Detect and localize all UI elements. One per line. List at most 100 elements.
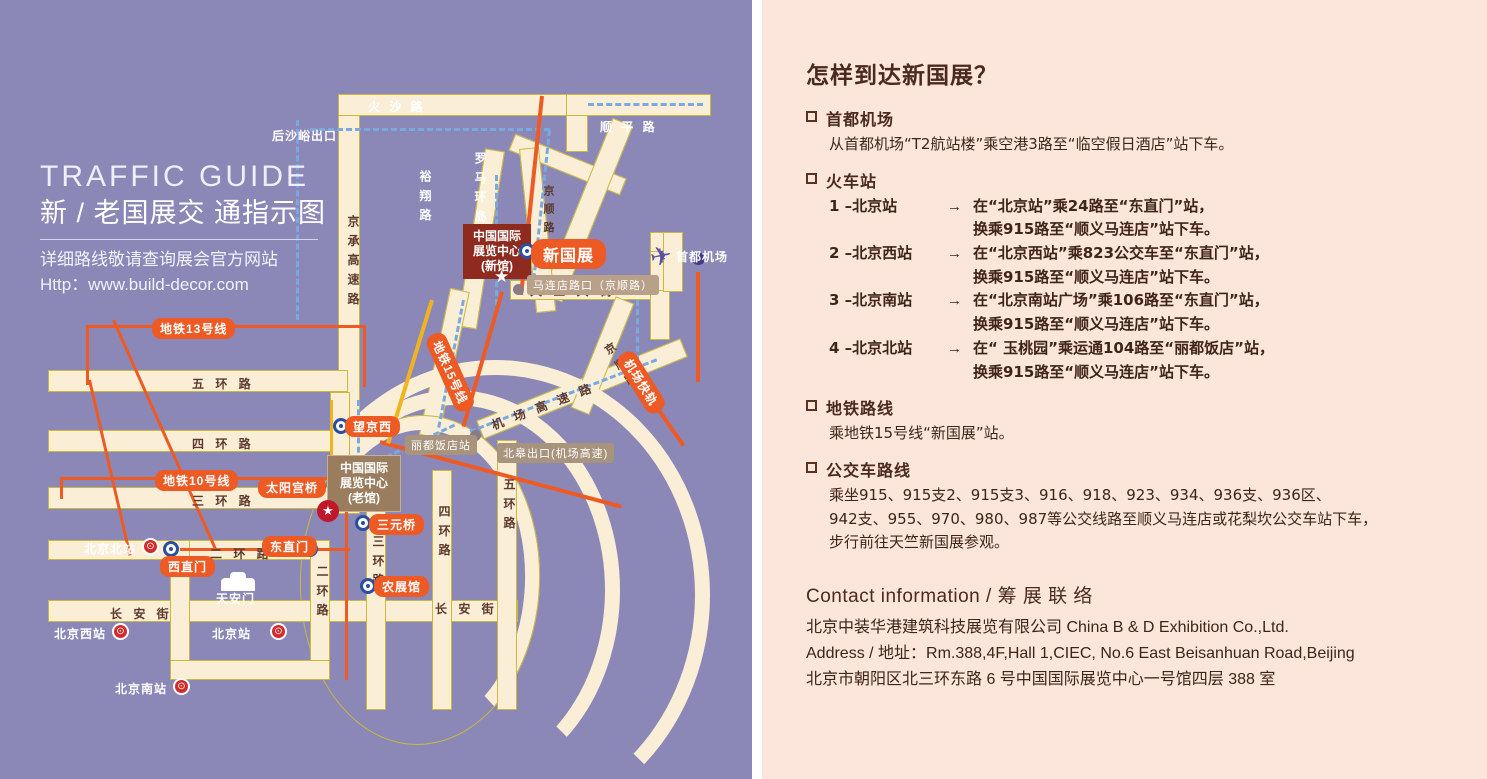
road-ring4-vertical bbox=[432, 470, 452, 710]
subway13-right-diag bbox=[363, 327, 366, 387]
route-dash-center bbox=[357, 400, 360, 490]
square-bullet-icon bbox=[806, 172, 817, 184]
section-train-stations: 火车站 1 –北京站 → 在“北京站”乘24路至“东直门”站， 换乘915路至“… bbox=[806, 168, 1461, 385]
route-dash-north-vertical bbox=[296, 120, 299, 320]
square-bullet-icon bbox=[806, 400, 817, 412]
label-ring3-vertical: 三 环 路 bbox=[371, 535, 385, 588]
train-route-key: 2 –北京西站 bbox=[829, 244, 913, 263]
train-route-key: 3 –北京南站 bbox=[829, 291, 913, 310]
road-airport-stub bbox=[663, 232, 683, 292]
subway13-left-diag bbox=[88, 379, 132, 556]
label-lidu-hotel-stop: 丽都饭店站 bbox=[405, 435, 477, 455]
train-route-value: 在“北京站”乘24路至“东直门”站， bbox=[973, 196, 1214, 215]
label-jingshun: 京 顺 路 bbox=[542, 185, 554, 235]
label-ring5-horizontal: 五 环 路 bbox=[192, 377, 255, 391]
label-changan-street-east: 长 安 街 bbox=[435, 602, 498, 616]
hall-new-star-icon: ★ bbox=[494, 267, 510, 286]
arrow-icon: → bbox=[947, 245, 962, 263]
badge-subway13[interactable]: 地铁13号线 bbox=[152, 318, 236, 339]
road-east-vertical bbox=[650, 290, 670, 340]
train-route-key: 4 –北京北站 bbox=[829, 338, 913, 357]
badge-xinguozhan[interactable]: 新国展 bbox=[531, 239, 607, 269]
train-route-key: 1 –北京站 bbox=[829, 196, 898, 215]
badge-sanyuanqiao[interactable]: 三元桥 bbox=[369, 514, 425, 535]
square-bullet-icon bbox=[806, 461, 817, 473]
hall-new-line3: (新馆) bbox=[481, 259, 513, 273]
label-houshayu-exit: 后沙峪出口 bbox=[272, 129, 338, 143]
label-luoma-roundabout: 罗 马 环 岛 bbox=[473, 152, 487, 225]
road-changan-street bbox=[48, 600, 518, 622]
route-dash-east bbox=[636, 300, 639, 370]
train-route-sub: 换乘915路至“顺义马连店”站下车。 bbox=[973, 315, 1220, 334]
label-changan-street: 长 安 街 bbox=[110, 607, 173, 621]
section-bus-routes: 公交车路线 乘坐915、915支2、915支3、916、918、923、934、… bbox=[806, 457, 1461, 555]
section-title: 首都机场 bbox=[826, 110, 895, 129]
label-beijing-station: 北京站 bbox=[212, 627, 252, 641]
train-icon-beijing-south[interactable]: ⊙ bbox=[173, 678, 190, 695]
badge-wangjingxi[interactable]: 望京西 bbox=[345, 416, 401, 437]
map-panel: 火 沙 路 顺 平 路 后沙峪出口 罗 马 环 岛 裕 翔 路 京 承 高 速 … bbox=[0, 0, 752, 779]
train-route-sub: 换乘915路至“顺义马连店”站下车。 bbox=[973, 267, 1220, 286]
hall-old-line1: 中国国际 bbox=[339, 461, 388, 475]
orange-center-vertical bbox=[345, 500, 348, 680]
subway-node-nongzhanguan[interactable] bbox=[360, 578, 376, 594]
section-subway-route: 地铁路线 乘地铁15号线“新国展”站。 bbox=[806, 395, 1461, 446]
label-beijing-south-station: 北京南站 bbox=[115, 682, 168, 696]
route-dash-shunping bbox=[588, 103, 703, 106]
badge-taiyanggongqiao[interactable]: 太阳宫桥 bbox=[258, 477, 327, 498]
train-icon-beijing-station[interactable]: ⊙ bbox=[270, 623, 287, 640]
hall-old-block[interactable]: 中国国际 展览中心 (老馆) bbox=[327, 455, 401, 512]
train-route-value: 在“北京西站”乘823公交车至“东直门”站， bbox=[973, 244, 1269, 263]
arrow-icon: → bbox=[947, 197, 962, 215]
badge-nongzhanguan[interactable]: 农展馆 bbox=[374, 576, 430, 597]
label-beigao-exit: 北皋出口(机场高速) bbox=[497, 443, 615, 463]
hall-new-line2: 展览中心 bbox=[472, 244, 521, 258]
subway-node-xizhimen[interactable] bbox=[163, 541, 179, 557]
label-beijing-west-station: 北京西站 bbox=[54, 627, 107, 641]
contact-block: Contact information / 筹 展 联 络 北京中装华港建筑科技… bbox=[806, 581, 1461, 693]
section-line: 从首都机场“T2航站楼”乘空港3路至“临空假日酒店”站下车。 bbox=[829, 135, 1234, 153]
label-ring4-horizontal: 四 环 路 bbox=[192, 437, 255, 451]
label-malian-intersection: 马连店路口（京顺路） bbox=[527, 275, 659, 295]
page-title: 怎样到达新国展？ bbox=[806, 63, 998, 89]
road-ring5-vertical bbox=[497, 440, 517, 710]
hall-old-line3: (老馆) bbox=[348, 491, 380, 505]
route-dash-huosha bbox=[310, 128, 550, 131]
contact-address-cn: 北京市朝阳区北三环东路 6 号中国国际展览中心一号馆四层 388 室 bbox=[806, 670, 1276, 688]
contact-address-en: Address / 地址：Rm.388,4F,Hall 1,CIEC, No.6… bbox=[806, 644, 1355, 662]
contact-heading: Contact information / 筹 展 联 络 bbox=[806, 585, 1093, 607]
section-title: 火车站 bbox=[826, 171, 878, 191]
label-huosha: 火 沙 路 bbox=[368, 100, 426, 114]
section-line: 942支、955、970、980、987等公交线路至顺义马连店或花梨坎公交车站下… bbox=[829, 509, 1378, 528]
train-route-row: 2 –北京西站 → 在“北京西站”乘823公交车至“东直门”站， bbox=[829, 242, 1461, 266]
subway13-left bbox=[86, 325, 89, 385]
train-route-value: 在“北京南站广场”乘106路至“东直门”站， bbox=[973, 291, 1269, 310]
train-icon-beijing-west[interactable]: ⊙ bbox=[112, 623, 129, 640]
badge-subway10[interactable]: 地铁10号线 bbox=[155, 470, 239, 491]
road-ring2-bottom bbox=[170, 660, 330, 680]
label-ring5-vertical: 五 环 路 bbox=[502, 478, 516, 531]
train-icon-beijing-north[interactable]: ⊙ bbox=[142, 538, 159, 555]
map-title-url[interactable]: Http：www.build-decor.com bbox=[40, 274, 249, 294]
section-capital-airport: 首都机场 从首都机场“T2航站楼”乘空港3路至“临空假日酒店”站下车。 bbox=[806, 106, 1461, 157]
label-beijing-north-station: 北京北站 bbox=[84, 542, 137, 556]
map-title-cn: 新 / 老国展交 通指示图 bbox=[40, 197, 327, 228]
map-title-note: 详细路线敬请查询展会官方网站 bbox=[40, 250, 278, 270]
label-capital-airport: 首都机场 bbox=[676, 250, 729, 264]
label-ring2-vertical: 二 环 路 bbox=[315, 565, 329, 618]
label-ring3-horizontal: 三 环 路 bbox=[192, 494, 255, 508]
badge-dongzhimen[interactable]: 东直门 bbox=[262, 536, 318, 557]
badge-xizhimen[interactable]: 西直门 bbox=[160, 556, 216, 577]
airport-rail-line bbox=[696, 272, 700, 382]
section-title: 地铁路线 bbox=[826, 399, 895, 419]
train-route-row: 3 –北京南站 → 在“北京南站广场”乘106路至“东直门”站， bbox=[829, 289, 1461, 313]
panel-divider bbox=[752, 0, 762, 779]
label-ring4-vertical: 四 环 路 bbox=[437, 505, 451, 558]
hall-new-line1: 中国国际 bbox=[472, 229, 521, 243]
label-ring2-horizontal: 二 环 路 bbox=[210, 547, 273, 561]
label-jingcheng-expressway: 京 承 高 速 路 bbox=[346, 215, 360, 307]
arrow-icon: → bbox=[947, 292, 962, 310]
train-route-value: 在“ 玉桃园”乘运通104路至“丽都饭店”站， bbox=[973, 338, 1274, 357]
section-line: 步行前往天竺新国展参观。 bbox=[829, 533, 1010, 552]
